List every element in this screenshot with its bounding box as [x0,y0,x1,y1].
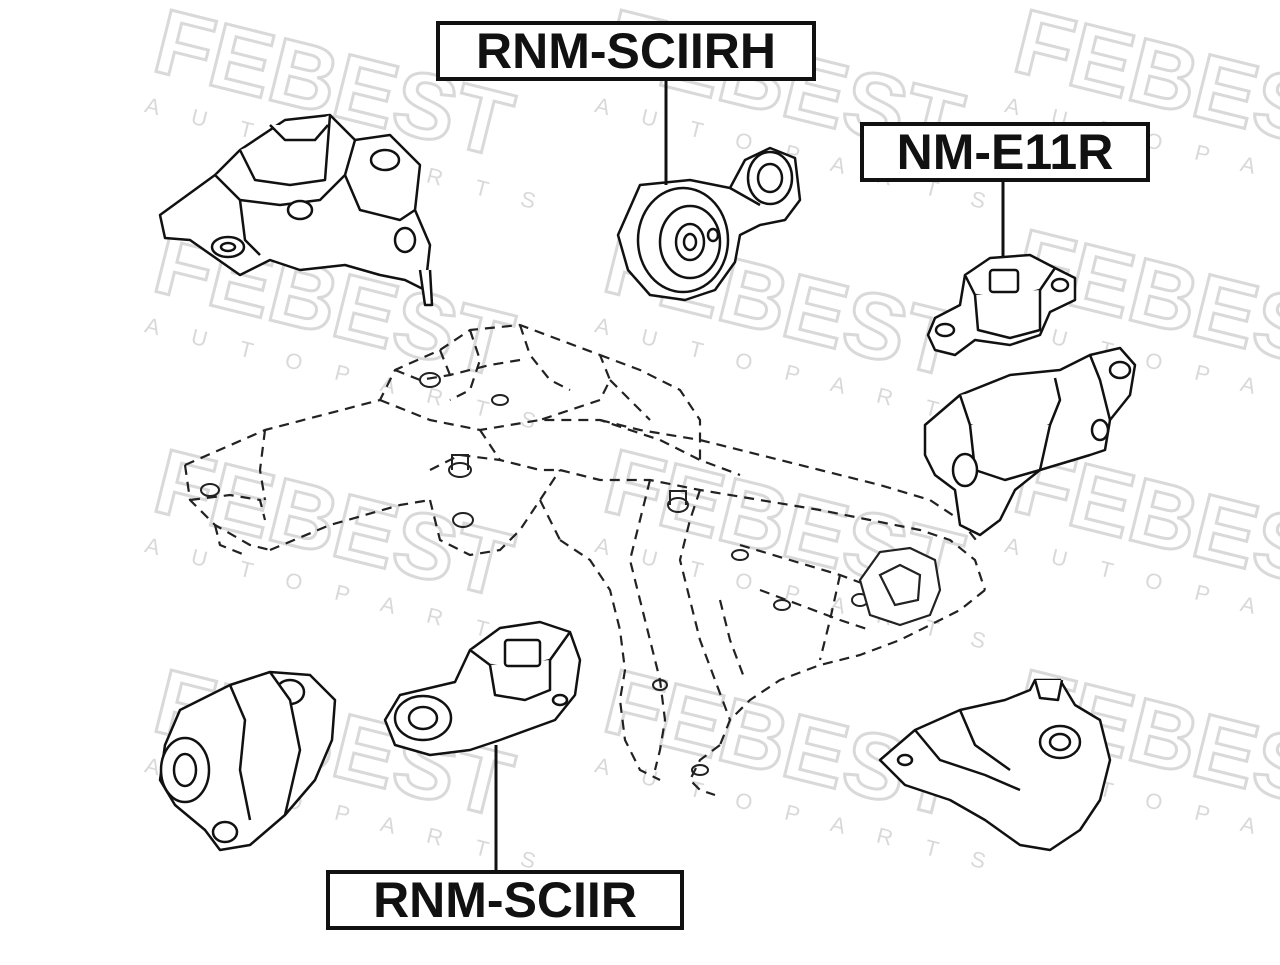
part-label-rnm-sciir: RNM-SCIIR [326,870,684,930]
part-label-nm-e11r: NM-E11R [860,122,1150,182]
engine-mount-bracket-top-left [158,113,434,307]
subframe-outline [183,323,987,797]
part-nm-e11r-illustration [926,253,1077,357]
part-rnm-sciirh-illustration [616,146,802,302]
part-label-rnm-sciirh: RNM-SCIIRH [436,21,816,81]
mount-bracket-bottom-right [878,678,1112,852]
leader-lines [494,81,1005,870]
installed-mount [858,546,942,627]
transmission-bracket-right [923,346,1137,537]
part-rnm-sciir-illustration [383,620,582,757]
mount-bracket-bottom-left [158,670,337,852]
